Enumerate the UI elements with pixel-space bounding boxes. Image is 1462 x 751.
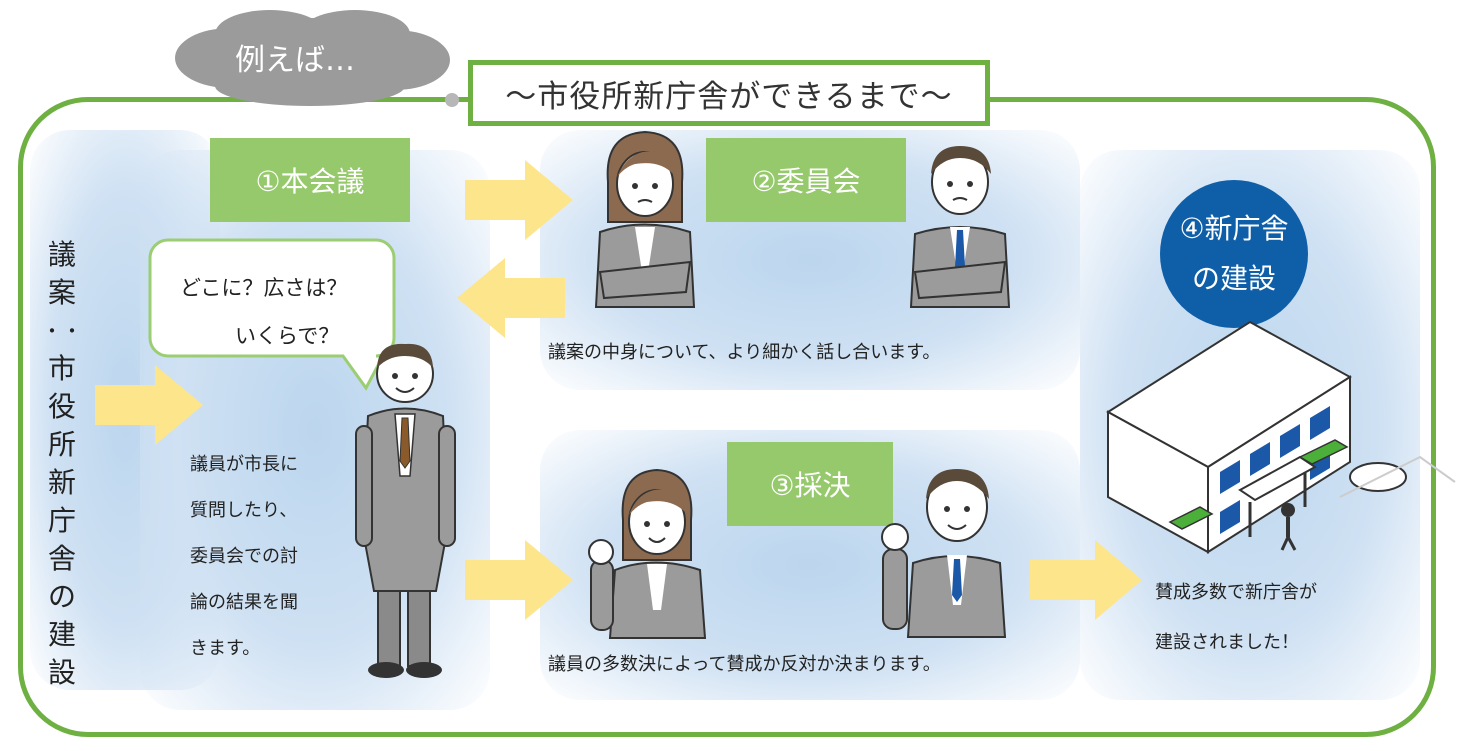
vertical-char: 建 [47,618,76,651]
vertical-char: の [47,580,76,613]
construction-desc-line: 建設されました！ [1155,632,1299,653]
arrow-right-icon [465,160,573,240]
vertical-label: 議 案 ・・ 市 役 所 新 庁 舎 の 建 設 [42,236,82,692]
vertical-char: 設 [47,656,76,689]
cloud-text: 例えば… [235,43,355,78]
construction-line1: ④新庁舎 [1179,212,1289,245]
bubble-line1: どこに？広さは？ [180,276,348,300]
arrow-right-icon [95,365,203,445]
vertical-char: 議 [47,238,76,271]
arrow-left-icon [457,258,565,338]
arrow-right-icon [465,540,573,620]
mayor-figure [355,343,456,678]
label-committee: ②委員会 [706,138,906,222]
vertical-char: 案 [47,276,76,309]
vertical-char: 舎 [47,542,76,575]
vote-description: 議員の多数決によって賛成か反対か決まります。 [548,654,941,675]
committee-woman-figure [594,130,696,308]
label-vote: ③採決 [727,442,893,526]
vertical-char: 新 [47,466,76,499]
arrow-right-icon [1030,540,1142,620]
construction-desc-line: 賛成多数で新庁舎が [1155,582,1317,603]
speech-bubble [148,238,396,391]
plenary-desc-line: 質問したり、 [190,500,298,521]
construction-circle: ④新庁舎 の建設 [1160,180,1308,328]
vote-woman-figure [588,468,707,639]
committee-man-figure [909,146,1011,308]
plenary-desc-line: きます。 [190,638,261,659]
plenary-desc-line: 論の結果を聞 [190,592,298,613]
bubble-line2: いくらで？ [235,324,340,348]
plenary-desc-line: 議員が市長に [190,454,298,475]
vertical-char: 市 [47,352,76,385]
vertical-char: 所 [47,428,76,461]
page-title: 〜市役所新庁舎ができるまで〜 [468,60,990,126]
construction-description: 賛成多数で新庁舎が 建設されました！ [1155,568,1317,668]
plenary-desc-line: 委員会での討 [190,546,298,567]
committee-description: 議案の中身について、より細かく話し合います。 [548,342,941,363]
plenary-description: 議員が市長に 質問したり、 委員会での討 論の結果を聞 きます。 [190,442,298,672]
label-plenary: ①本会議 [210,138,410,222]
new-building-illustration [1106,320,1456,554]
vertical-char: 役 [47,390,76,423]
thought-cloud [175,10,459,107]
vertical-char: ・・ [42,319,82,343]
construction-line2: の建設 [1191,262,1276,295]
vote-man-figure [881,469,1007,638]
vertical-char: 庁 [47,504,76,537]
